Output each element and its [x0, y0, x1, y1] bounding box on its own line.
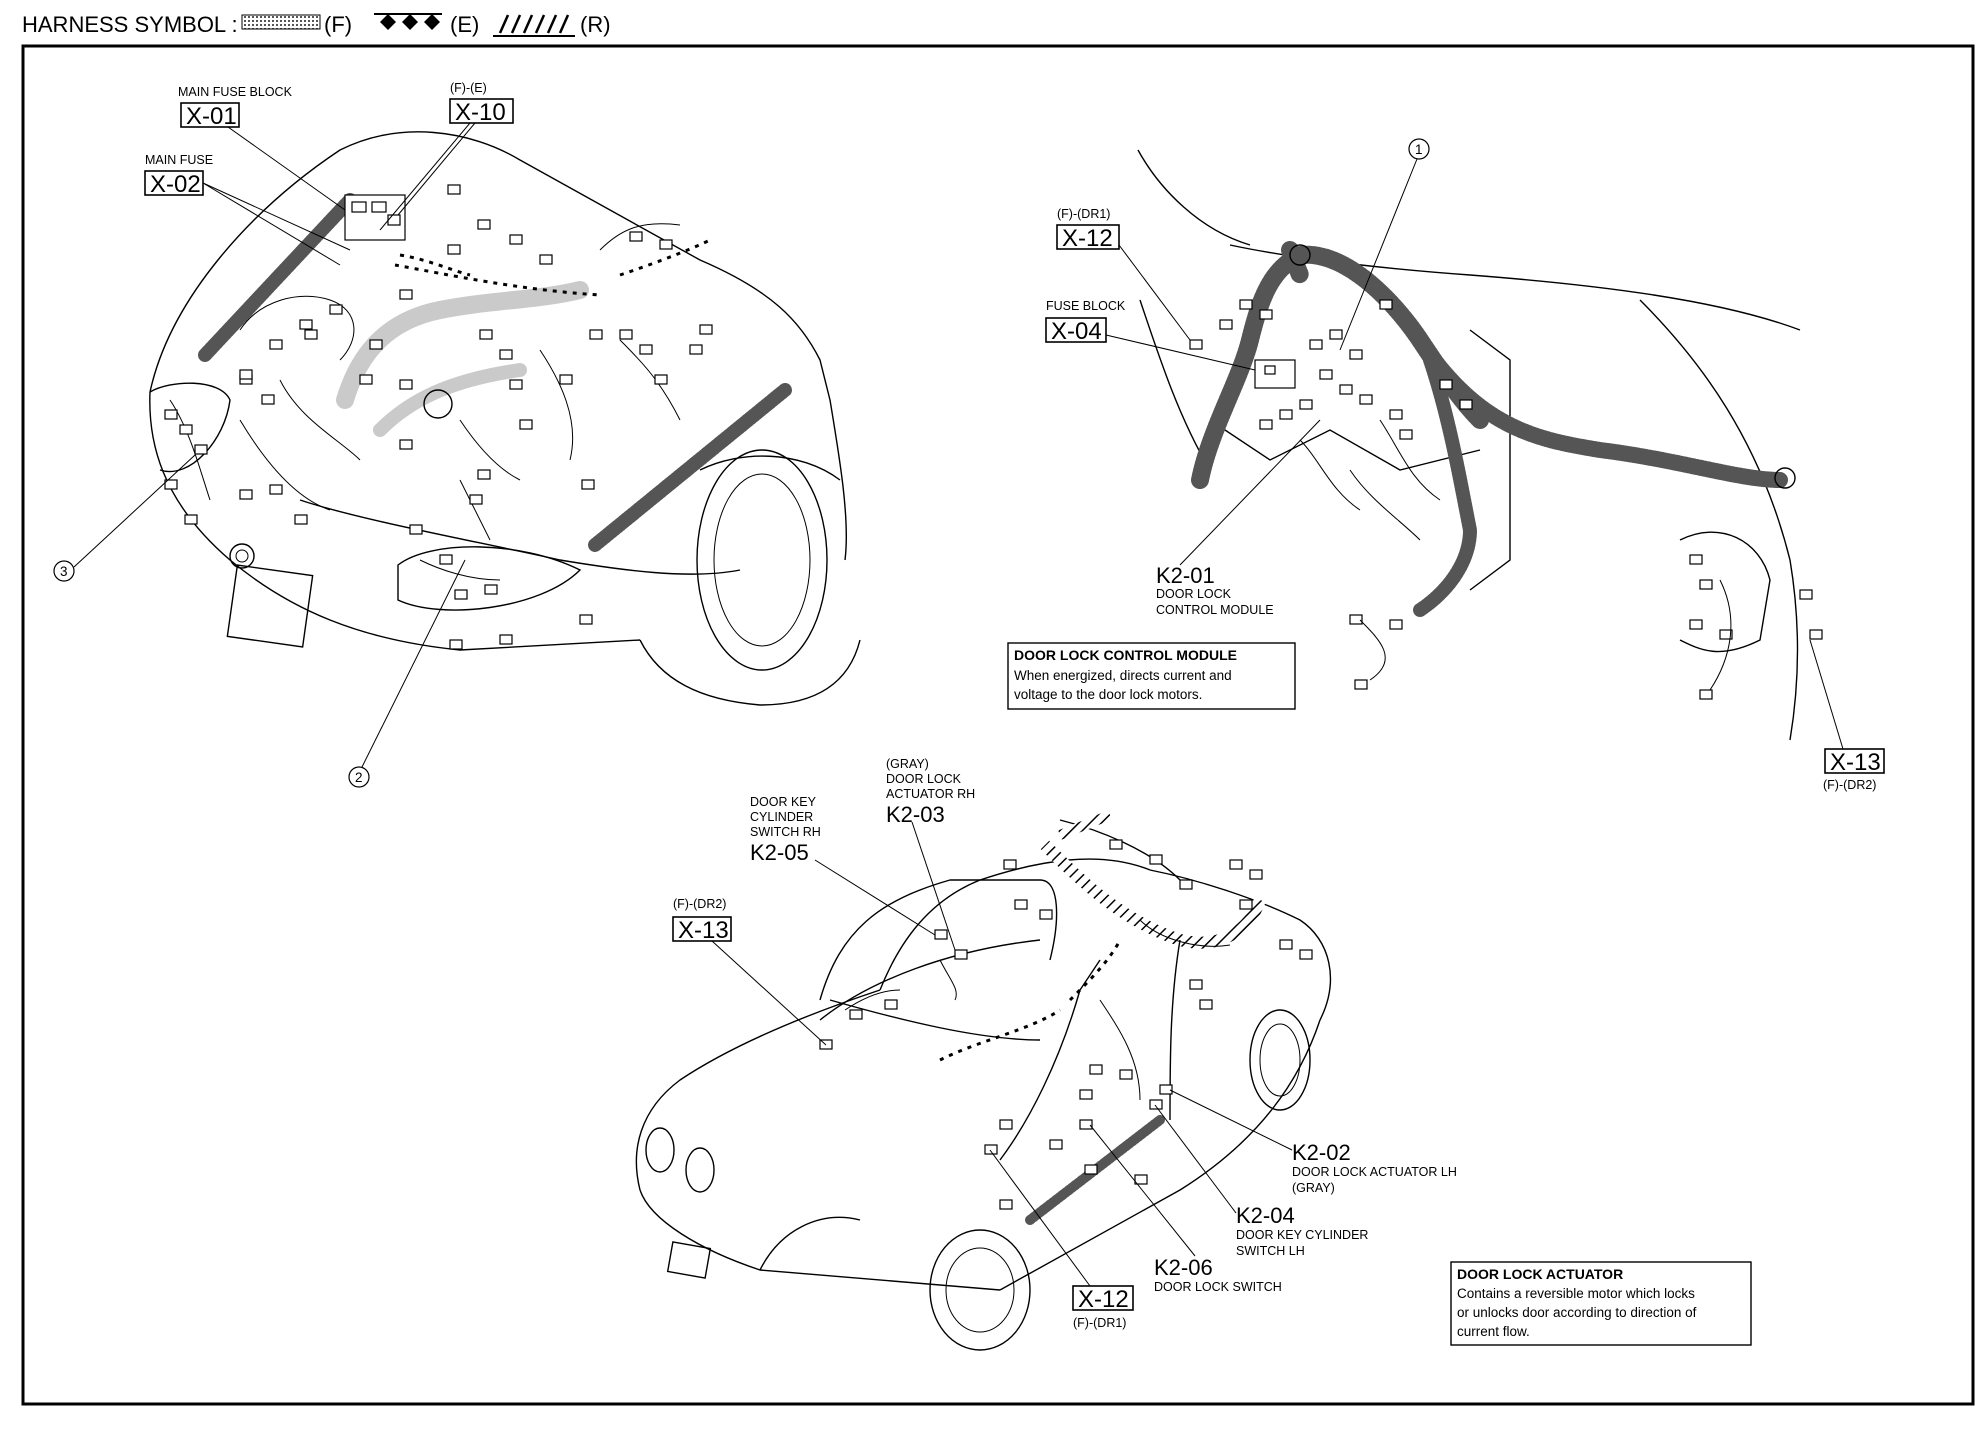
k206-line1: DOOR LOCK SWITCH: [1154, 1280, 1282, 1294]
legend-e: (E): [450, 12, 479, 37]
k203-code: K2-03: [886, 802, 945, 827]
x02-code: X-02: [150, 171, 201, 198]
callout-x10: (F)-(E) X-10: [379, 81, 514, 231]
actuator-line3: current flow.: [1457, 1324, 1530, 1339]
harness-f-swatch: [241, 14, 321, 30]
legend-f: (F): [324, 12, 352, 37]
main-fuse-block-label: MAIN FUSE BLOCK: [178, 85, 293, 99]
x12-bottom-code: X-12: [1078, 1286, 1129, 1313]
callout-x13-right: X-13 (F)-(DR2): [1809, 639, 1885, 792]
legend-r: (R): [580, 12, 611, 37]
diagram-border: [21, 44, 1975, 1406]
callout-x13-left: (F)-(DR2) X-13: [672, 897, 827, 1046]
callout-k202: K2-02 DOOR LOCK ACTUATOR LH (GRAY): [1169, 1089, 1457, 1195]
k204-line2: SWITCH LH: [1236, 1244, 1305, 1258]
k203-line1: (GRAY): [886, 757, 929, 771]
k202-line2: (GRAY): [1292, 1181, 1335, 1195]
fuse-block-label: FUSE BLOCK: [1046, 299, 1126, 313]
harness-e-swatch: [374, 13, 442, 30]
x12-top-code: X-12: [1062, 225, 1113, 252]
k205-line1: DOOR KEY: [750, 795, 817, 809]
k203-line3: ACTUATOR RH: [886, 787, 975, 801]
x13-left-tag: (F)-(DR2): [673, 897, 726, 911]
control-module-line1: When energized, directs current and: [1014, 668, 1232, 683]
k201-line1: DOOR LOCK: [1156, 587, 1232, 601]
k206-code: K2-06: [1154, 1255, 1213, 1280]
callout-num3: 3: [53, 454, 196, 582]
k205-line2: CYLINDER: [750, 810, 813, 824]
x13-left-code: X-13: [678, 917, 729, 944]
k205-code: K2-05: [750, 840, 809, 865]
dashboard-connectors: [1189, 299, 1823, 700]
actuator-line2: or unlocks door according to direction o…: [1457, 1305, 1697, 1320]
k202-code: K2-02: [1292, 1140, 1351, 1165]
callout-num1: 1: [1339, 138, 1430, 351]
callout-x12-top: (F)-(DR1) X-12: [1056, 207, 1191, 341]
k204-line1: DOOR KEY CYLINDER: [1236, 1228, 1368, 1242]
k204-code: K2-04: [1236, 1203, 1295, 1228]
engine-bay-illustration: [149, 131, 861, 706]
main-fuse-label: MAIN FUSE: [145, 153, 213, 167]
control-module-line2: voltage to the door lock motors.: [1014, 687, 1202, 702]
k203-line2: DOOR LOCK: [886, 772, 962, 786]
x13-right-code: X-13: [1830, 749, 1881, 776]
description-actuator: DOOR LOCK ACTUATOR Contains a reversible…: [1450, 1261, 1752, 1346]
x10-code: X-10: [455, 99, 506, 126]
x04-code: X-04: [1051, 318, 1102, 345]
k202-line1: DOOR LOCK ACTUATOR LH: [1292, 1165, 1457, 1179]
callout-x02: MAIN FUSE X-02: [144, 153, 351, 266]
description-control-module: DOOR LOCK CONTROL MODULE When energized,…: [1007, 642, 1296, 710]
callout-k206: K2-06 DOOR LOCK SWITCH: [1089, 1124, 1282, 1294]
callout-k201: K2-01 DOOR LOCK CONTROL MODULE: [1156, 419, 1321, 617]
x12-bottom-tag: (F)-(DR1): [1073, 1316, 1126, 1330]
callout-k203: (GRAY) DOOR LOCK ACTUATOR RH K2-03: [886, 757, 975, 951]
k205-line3: SWITCH RH: [750, 825, 821, 839]
actuator-title: DOOR LOCK ACTUATOR: [1457, 1266, 1623, 1282]
callout-num2: 2: [348, 559, 466, 788]
k201-code: K2-01: [1156, 563, 1215, 588]
x13-right-tag: (F)-(DR2): [1823, 778, 1876, 792]
callout-x12-bottom: X-12 (F)-(DR1): [989, 1149, 1134, 1330]
num2-label: 2: [355, 770, 363, 785]
num3-label: 3: [60, 564, 68, 579]
harness-r-swatch: [493, 14, 575, 37]
actuator-line1: Contains a reversible motor which locks: [1457, 1286, 1695, 1301]
k201-line2: CONTROL MODULE: [1156, 603, 1274, 617]
control-module-title: DOOR LOCK CONTROL MODULE: [1014, 647, 1237, 663]
num1-label: 1: [1415, 142, 1423, 157]
callout-k205: DOOR KEY CYLINDER SWITCH RH K2-05: [750, 795, 936, 936]
x01-code: X-01: [186, 103, 237, 130]
body-connectors: [819, 839, 1313, 1210]
callout-k204: K2-04 DOOR KEY CYLINDER SWITCH LH: [1154, 1104, 1368, 1258]
callout-x01: MAIN FUSE BLOCK X-01: [178, 85, 346, 211]
dashboard-illustration: [1137, 149, 1823, 741]
legend-title: HARNESS SYMBOL :: [22, 12, 238, 37]
callout-x04: FUSE BLOCK X-04: [1045, 299, 1256, 371]
engine-connectors: [164, 184, 713, 650]
x12-top-tag: (F)-(DR1): [1057, 207, 1110, 221]
harness-legend: HARNESS SYMBOL : (F) (E) (R): [22, 12, 611, 37]
x10-tag: (F)-(E): [450, 81, 487, 95]
car-body-illustration: [635, 810, 1332, 1351]
